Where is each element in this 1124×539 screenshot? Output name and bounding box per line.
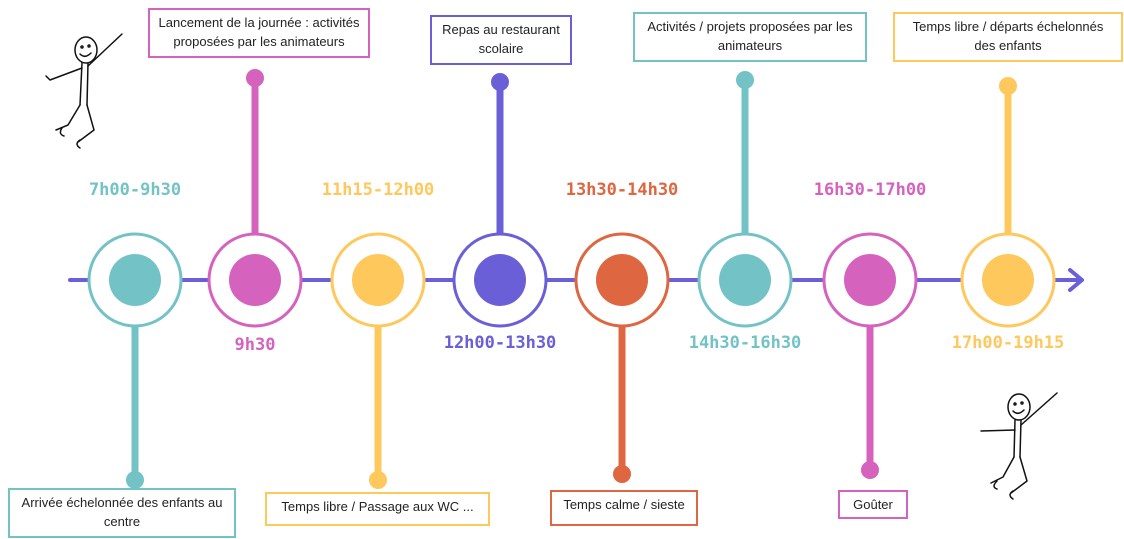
event-stem-dot [369, 471, 387, 489]
event-description-box: Temps libre / Passage aux WC ... [265, 492, 490, 526]
event-node [596, 254, 648, 306]
event-description-box: Temps libre / départs échelonnés des enf… [893, 12, 1123, 62]
time-label: 16h30-17h00 [813, 180, 927, 200]
event-stem-dot [736, 71, 754, 89]
stick-figure-icon [45, 33, 123, 149]
time-label: 13h30-14h30 [565, 180, 679, 200]
timeline-arrowhead [1068, 268, 1084, 292]
time-label: 11h15-12h00 [321, 180, 435, 200]
event-description-box: Activités / projets proposées par les an… [633, 12, 867, 62]
stick-figure-icon [980, 392, 1058, 500]
event-stem-dot [999, 77, 1017, 95]
event-node [229, 254, 281, 306]
time-label: 14h30-16h30 [688, 333, 802, 353]
time-label: 7h00-9h30 [88, 180, 182, 200]
event-description-box: Repas au restaurant scolaire [430, 15, 572, 65]
event-description-box: Temps calme / sieste [550, 490, 698, 526]
event-description-box: Lancement de la journée : activités prop… [148, 8, 370, 58]
event-node [474, 254, 526, 306]
time-label: 17h00-19h15 [951, 333, 1065, 353]
event-node [719, 254, 771, 306]
time-label: 9h30 [234, 335, 276, 355]
event-stem-dot [246, 69, 264, 87]
event-node [109, 254, 161, 306]
time-label: 12h00-13h30 [443, 333, 557, 353]
event-stem-dot [491, 73, 509, 91]
event-node [982, 254, 1034, 306]
event-node [844, 254, 896, 306]
event-description-box: Arrivée échelonnée des enfants au centre [8, 488, 236, 538]
event-stem-dot [861, 461, 879, 479]
event-node [352, 254, 404, 306]
event-description-box: Goûter [838, 490, 908, 519]
event-stem-dot [126, 471, 144, 489]
event-stem-dot [613, 465, 631, 483]
